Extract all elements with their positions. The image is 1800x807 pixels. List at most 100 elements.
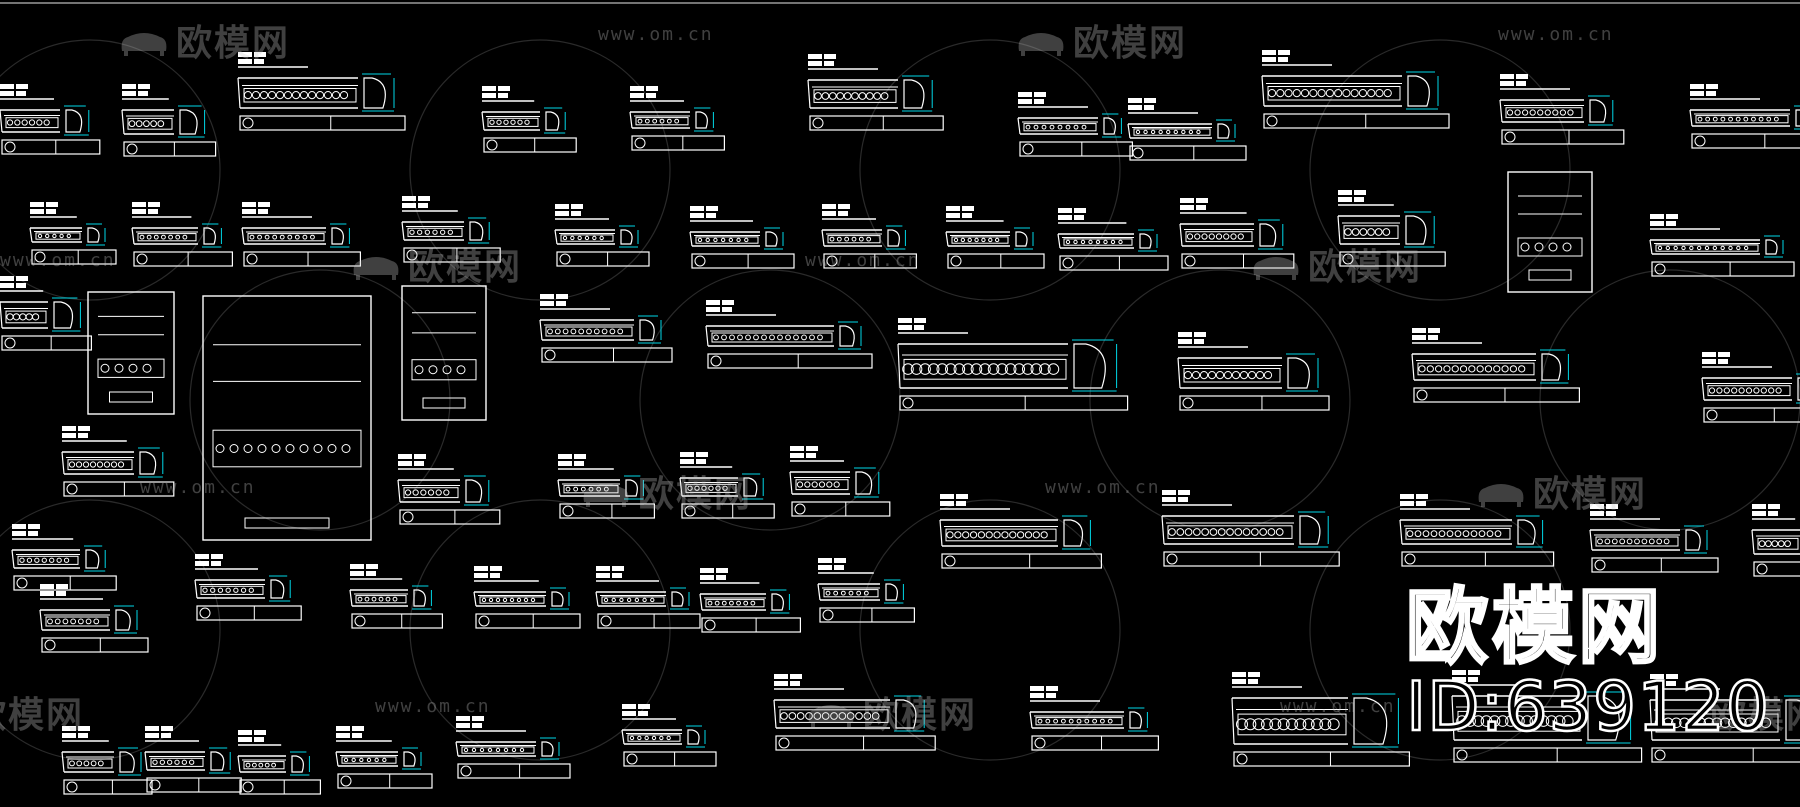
ornament-motif bbox=[1703, 717, 1715, 729]
ornament-motif bbox=[1041, 124, 1047, 130]
ornament-motif bbox=[1239, 371, 1249, 380]
ornament-motif bbox=[1285, 718, 1299, 731]
ornament-band bbox=[1405, 527, 1511, 540]
label-bar bbox=[352, 726, 364, 731]
sheet-frame bbox=[1507, 171, 1593, 293]
ornament-motif bbox=[1443, 365, 1451, 373]
ornament-motif bbox=[666, 735, 671, 741]
label-bar bbox=[418, 196, 430, 201]
title-bar-symbol bbox=[1062, 257, 1074, 269]
section-profile bbox=[1217, 123, 1230, 139]
ornament-motif bbox=[858, 92, 867, 100]
profile-line bbox=[1017, 117, 1021, 135]
profile-line bbox=[679, 477, 683, 497]
molding-detail bbox=[241, 202, 362, 267]
ornament-motif bbox=[1143, 129, 1148, 135]
title-bar-symbol bbox=[126, 143, 138, 155]
label-bar bbox=[132, 202, 146, 207]
label-bar bbox=[818, 558, 832, 563]
ornament-motif bbox=[1166, 129, 1171, 135]
ornament-motif bbox=[1454, 530, 1462, 538]
label-bar bbox=[1018, 92, 1032, 97]
ornament-motif bbox=[910, 363, 923, 375]
title-bar-symbol bbox=[354, 615, 366, 627]
ornament-motif bbox=[443, 489, 450, 496]
section-profile bbox=[545, 111, 560, 131]
ornament-motif bbox=[1173, 129, 1178, 135]
ornament-motif bbox=[392, 596, 398, 602]
watermark-circle bbox=[0, 499, 221, 761]
section-profile bbox=[1103, 117, 1116, 135]
ornament-motif bbox=[1001, 531, 1009, 539]
title-bar-symbol bbox=[559, 253, 571, 265]
sheet-motif bbox=[285, 444, 295, 453]
ornament-motif bbox=[1234, 528, 1243, 536]
ornament-motif bbox=[251, 91, 261, 100]
title-bar bbox=[541, 347, 673, 363]
label-bar bbox=[1248, 672, 1260, 677]
title-bar bbox=[31, 249, 117, 265]
ornament-motif bbox=[1319, 718, 1332, 731]
ornament-motif bbox=[1302, 718, 1315, 731]
ornament-motif bbox=[479, 747, 485, 753]
ornament-motif bbox=[1351, 228, 1360, 236]
profile-line bbox=[595, 591, 599, 607]
molding-detail bbox=[1017, 92, 1134, 157]
ornament-motif bbox=[259, 91, 269, 100]
label-bar bbox=[40, 591, 54, 596]
ornament-motif bbox=[715, 485, 721, 491]
molding-detail bbox=[237, 730, 322, 795]
label-bar bbox=[790, 453, 804, 458]
ornament-motif bbox=[753, 334, 759, 341]
ornament-motif bbox=[152, 759, 158, 765]
ornament-motif bbox=[592, 235, 597, 241]
section-profile bbox=[1407, 75, 1430, 107]
ornament-motif bbox=[1758, 116, 1764, 122]
ornament-motif bbox=[257, 234, 262, 240]
label-bar bbox=[238, 52, 252, 57]
label-bar bbox=[1196, 198, 1208, 203]
ornament-motif bbox=[1168, 528, 1176, 536]
label-bar bbox=[1180, 205, 1194, 210]
title-bar-symbol bbox=[402, 511, 414, 523]
ornament-band bbox=[487, 117, 539, 127]
ornament-motif bbox=[1334, 89, 1343, 98]
title-bar bbox=[1401, 551, 1555, 567]
ornament-motif bbox=[737, 334, 743, 341]
ornament-band bbox=[711, 332, 833, 343]
ornament-motif bbox=[382, 757, 387, 763]
ornament-motif bbox=[1641, 538, 1648, 545]
ornament-motif bbox=[1422, 530, 1430, 538]
label-bar bbox=[646, 86, 658, 91]
ornament-motif bbox=[82, 461, 90, 468]
ornament-motif bbox=[547, 328, 553, 335]
molding-detail bbox=[1029, 686, 1160, 751]
ornament-motif bbox=[77, 618, 84, 625]
ornament-motif bbox=[1514, 109, 1521, 116]
title-bar bbox=[1129, 145, 1247, 161]
ornament-motif bbox=[96, 461, 104, 468]
sheet-motif bbox=[1534, 242, 1544, 252]
label-bar bbox=[16, 91, 26, 96]
ornament-motif bbox=[981, 237, 986, 243]
ornament-motif bbox=[1708, 387, 1716, 394]
label-bar bbox=[700, 575, 714, 580]
ornament-motif bbox=[736, 237, 741, 243]
label-bar bbox=[790, 674, 802, 679]
ornament-motif bbox=[1367, 228, 1375, 236]
section-profile bbox=[1259, 223, 1277, 247]
ornament-motif bbox=[813, 712, 822, 720]
ornament-motif bbox=[721, 600, 727, 606]
label-bar bbox=[540, 301, 554, 306]
title-bar bbox=[775, 735, 936, 751]
sheet-motif bbox=[299, 444, 309, 453]
ornament-motif bbox=[736, 600, 741, 606]
label-bar bbox=[940, 501, 954, 506]
section-profile bbox=[1353, 697, 1388, 745]
title-bar bbox=[941, 553, 1102, 569]
ornament-motif bbox=[599, 235, 604, 241]
section-profile bbox=[839, 325, 855, 347]
ornament-motif bbox=[1665, 245, 1671, 251]
ornament-motif bbox=[1736, 717, 1747, 729]
